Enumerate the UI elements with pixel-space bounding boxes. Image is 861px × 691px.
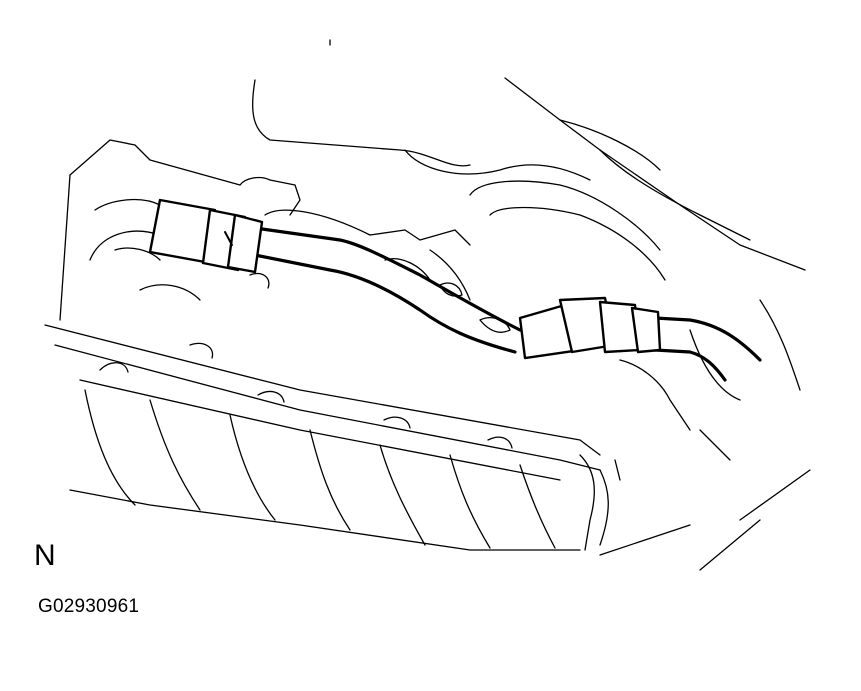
upper-housing-outline [252, 39, 806, 281]
view-label: N [34, 539, 56, 572]
sensor-harness [253, 226, 762, 382]
figure-code: G02930961 [38, 596, 140, 617]
right-sensor-connector [518, 296, 662, 360]
left-sensor-connector [148, 198, 264, 274]
engine-block-outline [59, 139, 511, 333]
oil-pan-outline [44, 299, 811, 571]
